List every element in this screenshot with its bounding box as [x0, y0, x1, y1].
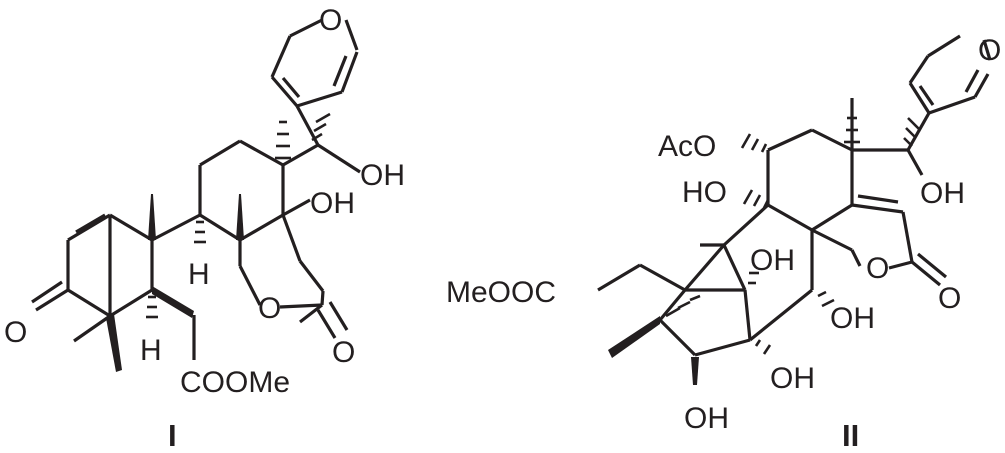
compound-ii-oac-hash [740, 133, 768, 153]
compound-i-ketone-oxygen: O [4, 316, 27, 349]
compound-ii-oh-hash [748, 271, 759, 285]
compound-ii-ring-hydroxyl: HO [682, 176, 727, 209]
compound-ii-carbonyl-oxygen: O [938, 282, 961, 315]
compound-i-hydrogen-upper: H [188, 258, 210, 291]
compound-i-carbonyl-oxygen: O [332, 336, 355, 369]
compound-ii-methyl-hash [844, 116, 860, 144]
compound-ii-side-hydroxyl: OH [920, 177, 965, 210]
compound-i-hydrogen-lower: H [140, 334, 162, 367]
compound-i-furan-oxygen: O [319, 4, 342, 37]
compound-ii [597, 34, 992, 385]
compound-i-label: I [168, 418, 177, 453]
compound-i-hash-bond [311, 112, 331, 142]
compound-i-side-hydroxyl: OH [360, 159, 405, 192]
compound-i-h-hash-upper [194, 220, 206, 244]
compound-ii-label: II [842, 418, 859, 453]
compound-ii-furan-ring [908, 34, 992, 115]
compound-i-methyl-hash [275, 120, 291, 160]
compound-i-ester-group: COOMe [180, 366, 290, 399]
compound-i-furan-ring [270, 18, 359, 108]
compound-ii-lactone-oxygen: O [866, 252, 889, 285]
compound-ii-bottom-hydroxyl: OH [684, 402, 729, 435]
compound-ii-cage-hash [665, 294, 701, 318]
compound-ii-cage-hydroxyl: OH [750, 244, 795, 277]
compound-i-h-hash-lower [146, 295, 158, 319]
compound-i-lactone-oxygen: O [258, 292, 281, 325]
compound-ii-oh-right-hash [817, 290, 835, 308]
compound-i [31, 18, 361, 372]
compound-ii-furan-oxygen: O [978, 34, 1001, 67]
compound-ii-lower-hydroxyl: OH [770, 362, 815, 395]
compound-i-ring-hydroxyl: OH [310, 187, 355, 220]
compound-ii-acetoxy-group: AcO [658, 130, 716, 163]
compound-ii-right-hydroxyl: OH [830, 302, 875, 335]
compound-ii-ho-hash [742, 189, 770, 209]
compound-ii-oh-lower-hash [754, 339, 772, 355]
compound-ii-ester-group: MeOOC [446, 276, 556, 309]
compound-ii-hash-bond [903, 117, 921, 147]
